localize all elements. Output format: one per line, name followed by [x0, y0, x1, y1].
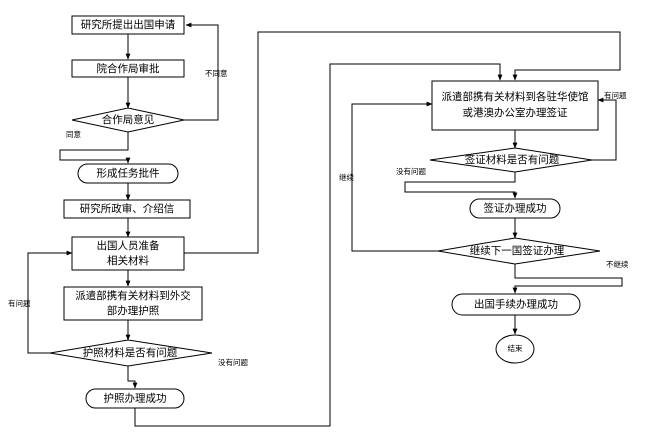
edge-coop-agree [59, 132, 131, 164]
label-continue: 继续 [339, 172, 354, 182]
edge-coop-disagree [184, 22, 219, 121]
node-prepare-label-2: 相关材料 [107, 254, 149, 267]
label-disagree: 不同意 [205, 68, 228, 78]
decision-visa-check-label: 签证材料是否有问题 [465, 153, 560, 166]
label-visa-ok: 没有问题 [396, 166, 426, 176]
decision-passport-check-label: 护照材料是否有问题 [83, 346, 178, 359]
node-apply: 研究所提出出国申请 [71, 15, 185, 35]
decision-next-visa-label: 继续下一国签证办理 [470, 244, 565, 257]
node-task-approval-label: 形成任务批件 [97, 167, 160, 180]
node-end: 结束 [495, 334, 535, 364]
edge-prepare-visa [184, 31, 621, 254]
node-approve-label: 院合作局审批 [97, 62, 160, 75]
node-exit-done-label: 出国手续办理成功 [474, 298, 558, 311]
label-visa-problem: 有问题 [604, 90, 627, 100]
decision-coop-opinion-label: 合作局意见 [102, 113, 155, 126]
decision-coop-opinion: 合作局意见 [71, 107, 185, 133]
edge-passport-problem [27, 250, 73, 354]
edge-passport-visa [134, 63, 503, 427]
node-visa-done-label: 签证办理成功 [484, 202, 547, 215]
node-prepare-label-1: 出国人员准备 [97, 239, 160, 252]
edge-passport-ok [127, 366, 138, 389]
node-passport-done-label: 护照办理成功 [104, 392, 167, 405]
node-passport-send-label-2: 部办理护照 [107, 304, 160, 317]
node-visa-done: 签证办理成功 [469, 198, 561, 219]
label-agree: 同意 [66, 129, 81, 139]
node-passport-done: 护照办理成功 [85, 388, 185, 409]
node-visa-send-label-1: 派遣部携有关材料到各驻华使馆 [442, 90, 589, 103]
decision-visa-check: 签证材料是否有问题 [429, 147, 593, 173]
edge-next-continue [351, 101, 438, 252]
label-no-continue: 不继续 [606, 259, 629, 269]
node-visa-send: 派遣部携有关材料到各驻华使馆 或港澳办公室办理签证 [431, 80, 599, 131]
node-review-letter-label: 研究所政审、介绍信 [80, 202, 175, 215]
node-passport-send-label-1: 派遣部携有关材料到外交 [75, 289, 191, 302]
node-apply-label: 研究所提出出国申请 [81, 18, 176, 31]
node-exit-done: 出国手续办理成功 [451, 293, 581, 316]
node-review-letter: 研究所政审、介绍信 [63, 199, 191, 219]
label-passport-problem: 有问题 [8, 298, 31, 308]
node-prepare: 出国人员准备 相关材料 [71, 236, 185, 271]
label-passport-ok: 没有问题 [218, 357, 248, 367]
node-end-label: 结束 [508, 343, 523, 353]
decision-next-visa: 继续下一国签证办理 [437, 237, 601, 265]
node-passport-send: 派遣部携有关材料到外交 部办理护照 [63, 286, 203, 321]
node-visa-send-label-2: 或港澳办公室办理签证 [463, 106, 568, 119]
edge-visa-ok [404, 172, 518, 199]
edge-next-nocontinue [512, 264, 623, 294]
edge-visa-problem [592, 97, 617, 161]
decision-passport-check: 护照材料是否有问题 [49, 339, 213, 367]
node-approve: 院合作局审批 [71, 59, 185, 78]
node-task-approval: 形成任务批件 [77, 163, 179, 184]
